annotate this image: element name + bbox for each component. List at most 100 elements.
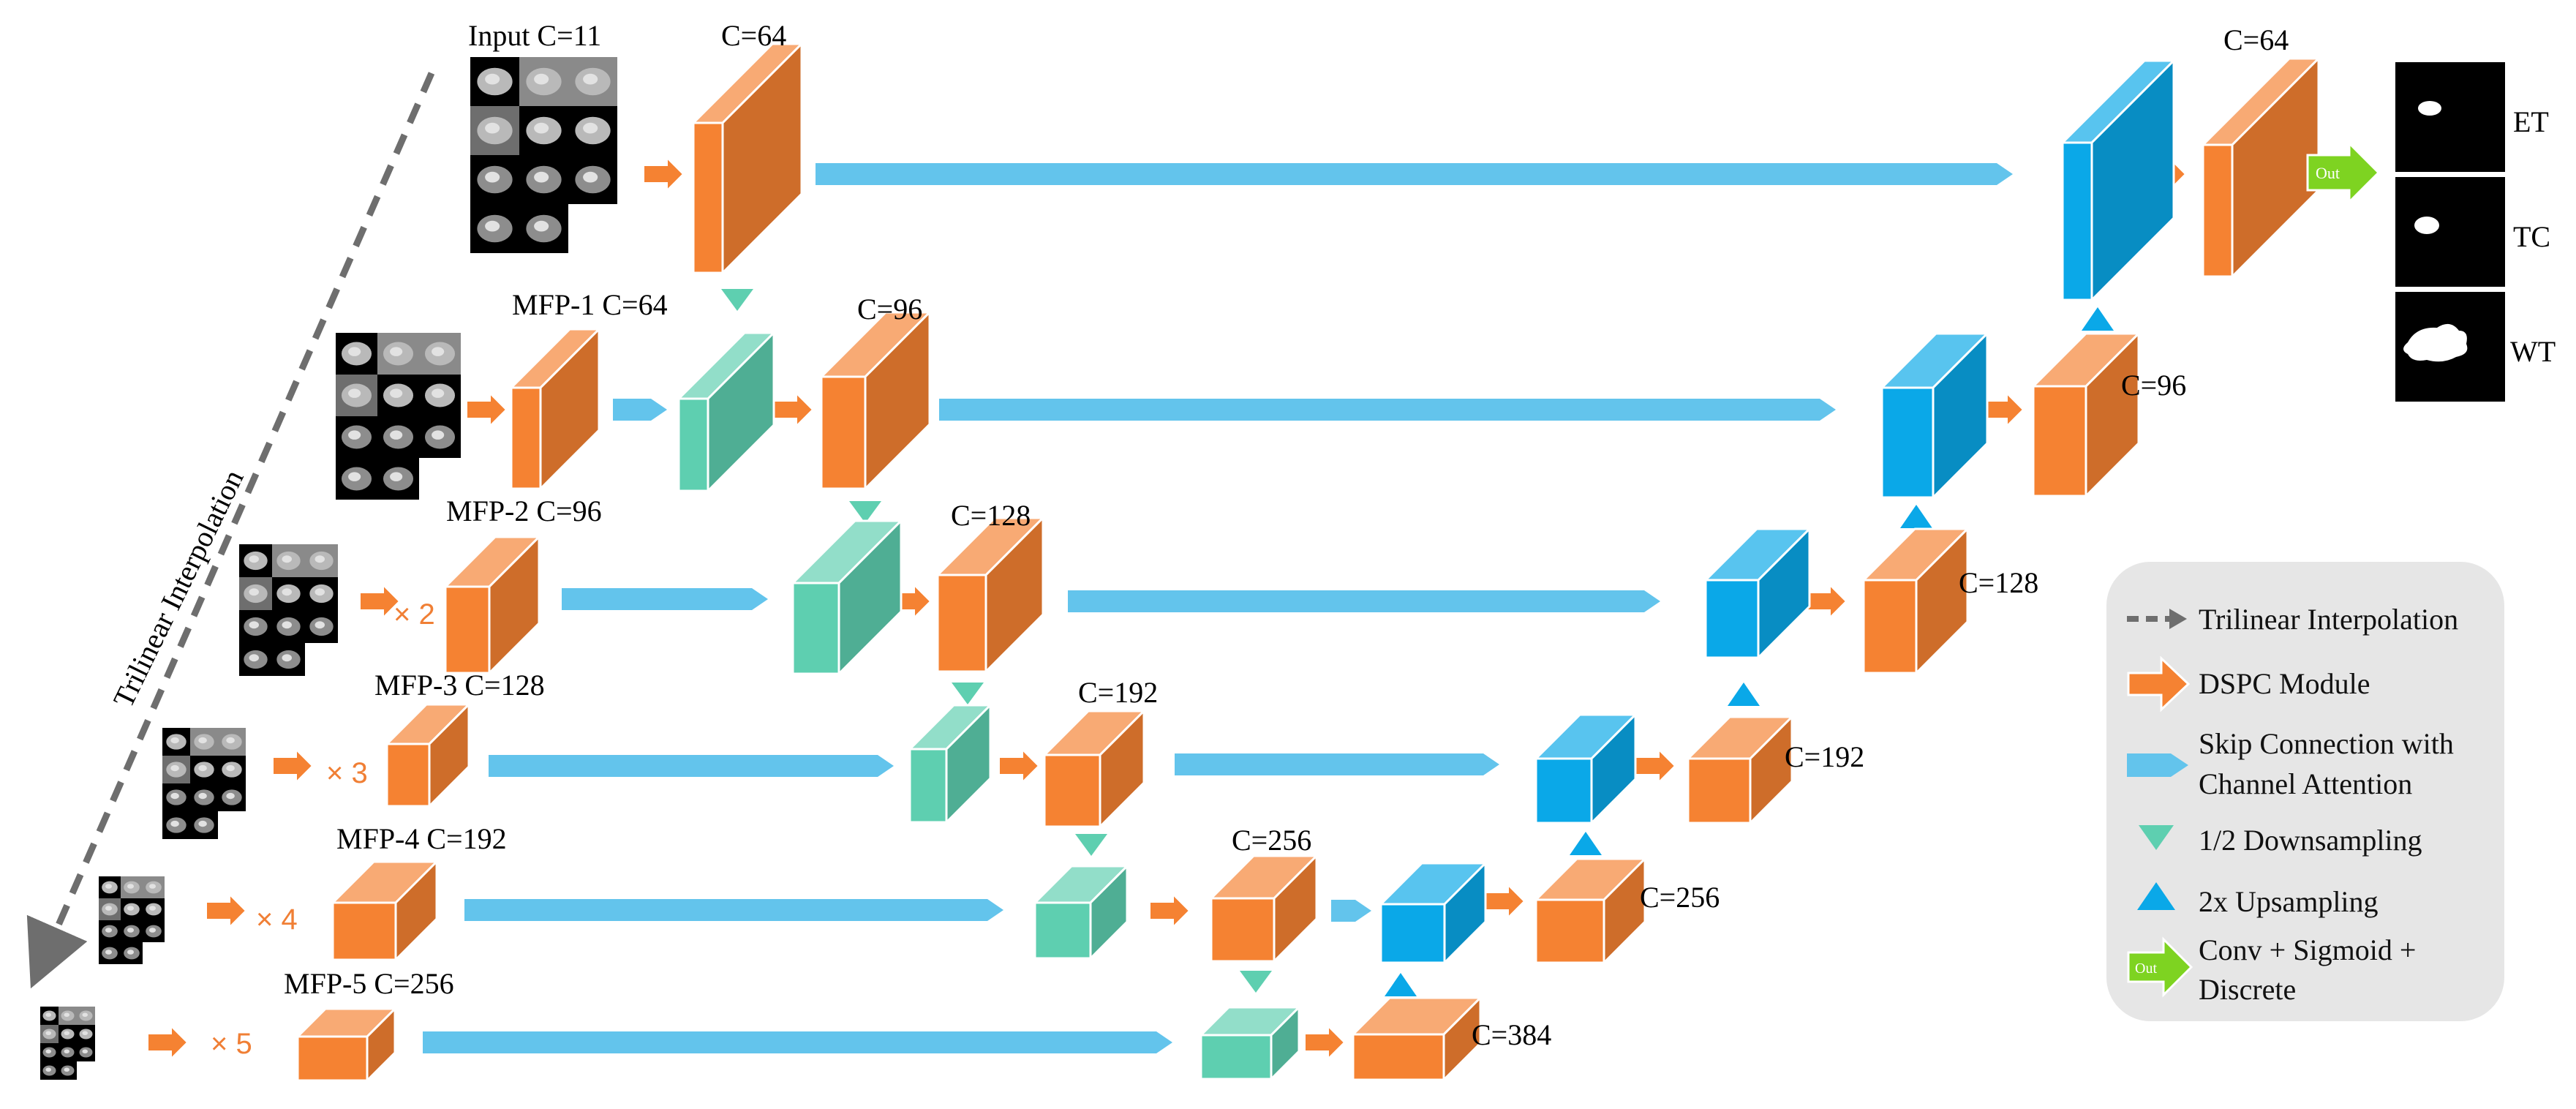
mfp1-image-stack-highlight xyxy=(390,430,403,440)
mfp3-image-stack-highlight xyxy=(226,792,235,800)
trilinear-interpolation-arrow xyxy=(26,72,435,989)
mfp4-image-stack-highlight xyxy=(127,950,134,955)
encoder-block-c192 xyxy=(1043,710,1145,828)
upsample-triangle-1 xyxy=(2082,307,2114,331)
mfp5-image-stack-highlight xyxy=(45,1067,51,1072)
mfp2-image-stack-highlight xyxy=(315,588,325,596)
mfp1-dspc-block-front xyxy=(510,386,542,490)
skip-connection-l5b xyxy=(1331,900,1371,922)
mfp3-dspc-block-front xyxy=(385,743,431,808)
mfp4-image-stack xyxy=(99,876,165,964)
input-image-stack-highlight xyxy=(534,171,549,183)
mfp4-multiplier: × 4 xyxy=(256,903,298,936)
input-image-stack-highlight xyxy=(534,220,549,232)
decoder-block-c64-front xyxy=(2202,143,2234,278)
mfp5-image-stack-highlight xyxy=(64,1067,69,1072)
output-mask-et xyxy=(2395,62,2505,172)
mfp1-image-stack-highlight xyxy=(390,472,403,481)
decoder-block-c256-front xyxy=(1534,898,1605,964)
legend-label-skip-2: Channel Attention xyxy=(2199,767,2412,800)
connection-arrows xyxy=(147,156,2187,1061)
input-label: Input C=11 xyxy=(468,19,601,52)
down1-block xyxy=(677,331,775,492)
mfp2-image-stack xyxy=(239,544,338,676)
encoder-label-c192: C=192 xyxy=(1078,676,1158,709)
mfp3-image-stack-highlight xyxy=(198,737,207,744)
decoder-label-c128: C=128 xyxy=(1959,566,2038,599)
dspc-arrow-dec-l2 xyxy=(1983,391,2025,428)
mfp3-image-stack-highlight xyxy=(170,764,179,772)
decoder-block-c192-front xyxy=(1687,757,1752,824)
up-block-l4-front xyxy=(1534,757,1593,824)
mfp2-dspc-block xyxy=(444,535,541,674)
mfp1-label: MFP-1 C=64 xyxy=(512,288,668,321)
up-block-l5-front xyxy=(1379,903,1446,964)
mfp2-image-stack-highlight xyxy=(282,555,292,563)
decoder-block-c128-front xyxy=(1862,579,1918,674)
up-block-l2 xyxy=(1880,332,1989,499)
output-label-et: ET xyxy=(2513,105,2549,138)
decoder-block-c96-front xyxy=(2032,385,2087,497)
mfp5-image-stack-highlight xyxy=(45,1031,51,1035)
legend-label-conv-2: Discrete xyxy=(2199,973,2296,1006)
mfp1-image-stack-highlight xyxy=(348,472,361,481)
mfp5-dspc-block-front xyxy=(296,1035,369,1082)
mfp1-dspc-block xyxy=(510,328,600,490)
decoder-label-c96: C=96 xyxy=(2121,369,2186,402)
downsample-triangle-1 xyxy=(721,289,753,311)
mfp5-dspc-block xyxy=(296,1007,396,1082)
mfp3-image-stack-highlight xyxy=(198,792,207,800)
mfp1-image-stack-highlight xyxy=(432,430,445,440)
encoder-block-c192-front xyxy=(1043,753,1101,828)
input-image-stack-highlight xyxy=(485,122,500,134)
decoder-label-c64: C=64 xyxy=(2223,23,2289,56)
mfp3-image-stack-highlight xyxy=(198,764,207,772)
mfp4-image-stack-highlight xyxy=(105,884,112,889)
encoder-label-c128: C=128 xyxy=(951,499,1031,532)
dashed-arrow-head-icon xyxy=(2169,609,2187,629)
dspc-arrow-mfp1 xyxy=(466,391,508,428)
output-label-wt: WT xyxy=(2510,335,2556,368)
mfp5-image-stack-highlight xyxy=(82,1012,88,1017)
up-block-l4 xyxy=(1534,713,1637,824)
mfp3-image-stack-highlight xyxy=(170,792,179,800)
downsample-triangle-5 xyxy=(1240,971,1272,993)
skip-connection-l6 xyxy=(423,1031,1172,1053)
encoder-block-c64 xyxy=(692,42,803,274)
mfp3-image-stack-highlight xyxy=(226,764,235,772)
mfp5-image-stack-highlight xyxy=(82,1031,88,1035)
up-block-l1 xyxy=(2061,59,2175,301)
encoder-block-c96 xyxy=(820,311,931,490)
downsample-triangle-2 xyxy=(849,501,881,523)
mfp3-image-stack-highlight xyxy=(170,820,179,827)
encoder-label-c256: C=256 xyxy=(1232,824,1311,857)
green-down-triangle-icon xyxy=(2139,825,2174,850)
encoder-block-c128 xyxy=(936,516,1044,673)
mfp2-image-stack-highlight xyxy=(249,654,259,662)
encoder-block-c256-front xyxy=(1210,897,1276,963)
output-masks: ET TC WT xyxy=(2395,62,2556,402)
orange-arrow-icon xyxy=(2127,655,2191,713)
mfp2-image-stack-highlight xyxy=(249,621,259,629)
input-image-stack-highlight xyxy=(485,171,500,183)
mfp2-image-stack-highlight xyxy=(282,621,292,629)
tc-mask-blob xyxy=(2414,217,2439,234)
dspc-arrow-dec-l4 xyxy=(1635,748,1676,784)
dspc-arrow-l2 xyxy=(772,391,814,428)
mfp2-multiplier: × 2 xyxy=(393,598,435,631)
down5-block xyxy=(1200,1006,1300,1080)
wt-mask-blob xyxy=(2403,323,2468,362)
legend-label-skip-1: Skip Connection with xyxy=(2199,727,2454,760)
mfp1-image-stack-highlight xyxy=(432,347,445,356)
mfp5-image-stack-highlight xyxy=(82,1049,88,1053)
mfp4-image-stack-highlight xyxy=(105,928,112,933)
input-image-stack-highlight xyxy=(534,73,549,85)
decoder-block-c128 xyxy=(1862,527,1969,674)
mfp3-image-stack xyxy=(162,728,246,839)
mfp1-image-stack xyxy=(336,333,461,500)
up-block-l1-front xyxy=(2061,141,2093,301)
blue-up-triangle-icon xyxy=(2137,882,2175,910)
mfp4-dspc-block xyxy=(331,860,438,961)
skip-connection-mfp1 xyxy=(613,399,667,421)
decoder-block-c64 xyxy=(2202,57,2320,278)
